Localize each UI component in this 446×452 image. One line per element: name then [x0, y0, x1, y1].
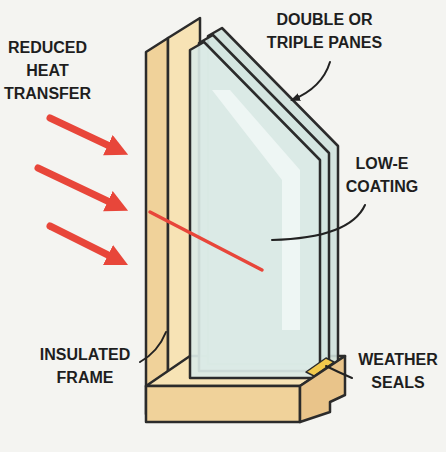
part-label: WEATHER SEALS [352, 348, 444, 394]
heat-arrow [38, 168, 118, 206]
leader-line [272, 205, 365, 240]
leader-line [326, 366, 352, 378]
part-label: REDUCED HEAT TRANSFER [0, 36, 95, 105]
frame-rail-end [300, 356, 345, 422]
part-label: DOUBLE OR TRIPLE PANES [262, 8, 387, 54]
frame-side-face [146, 38, 168, 414]
heat-ray [150, 212, 262, 270]
leader-line [292, 62, 330, 100]
glass-pane-front [190, 42, 320, 378]
leader-line [140, 332, 166, 362]
part-label: INSULATED FRAME [30, 343, 140, 389]
glass-highlight [212, 90, 300, 330]
heat-arrow [50, 118, 118, 150]
frame-rail-front [146, 386, 300, 422]
part-label: LOW-E COATING [338, 152, 426, 198]
heat-arrow [50, 226, 118, 260]
